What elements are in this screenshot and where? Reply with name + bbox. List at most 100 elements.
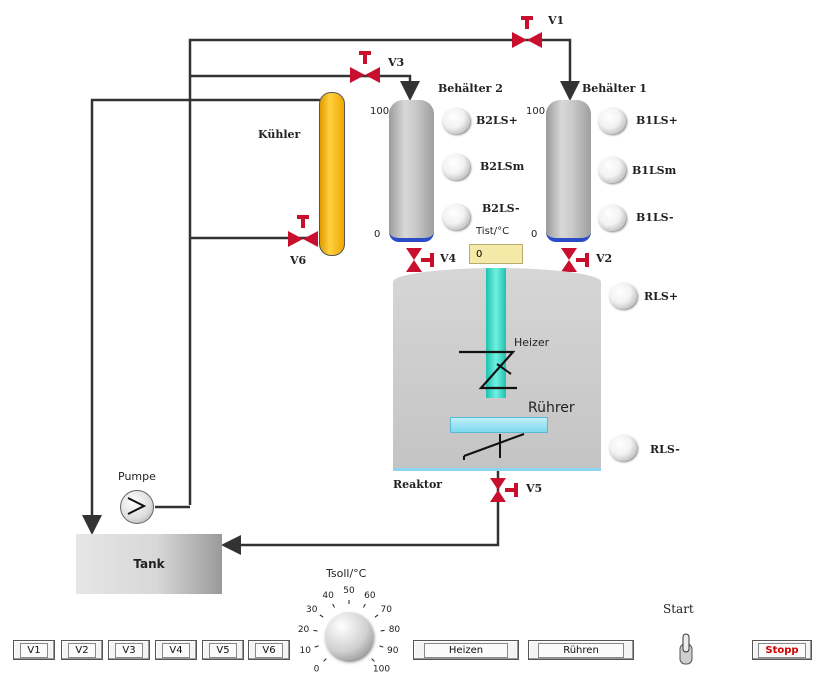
tsoll-label: Tsoll/°C (326, 567, 367, 580)
button-stopp[interactable]: Stopp (752, 640, 812, 660)
valve-v6-icon[interactable] (288, 215, 318, 251)
kuehler-label: Kühler (258, 128, 301, 141)
b1ls-minus-lamp (598, 205, 626, 231)
tsoll-scale-label: 70 (380, 605, 392, 615)
tsoll-scale-label: 100 (373, 665, 390, 675)
tsoll-scale-label: 0 (314, 665, 320, 675)
tsoll-knob[interactable] (325, 612, 373, 660)
behaelter2-vessel (389, 100, 434, 242)
tsoll-scale-tick (319, 614, 324, 618)
tsoll-scale-label: 80 (389, 625, 401, 635)
rls-minus-label: RLS- (650, 443, 680, 456)
pumpe-icon (127, 497, 147, 515)
reaktor-label: Reaktor (393, 478, 443, 491)
behaelter1-vessel (546, 100, 591, 242)
valve-v3-icon[interactable] (350, 51, 380, 87)
valve-v5-label: V5 (526, 482, 543, 495)
ruehrer-paddle (450, 417, 548, 433)
button-v4[interactable]: V4 (155, 640, 197, 660)
button-v5[interactable]: V5 (202, 640, 244, 660)
pipe-v1 (188, 38, 580, 505)
tsoll-scale-tick (380, 629, 385, 632)
behaelter1-label: Behälter 1 (582, 82, 647, 95)
button-v1-label: V1 (20, 642, 48, 658)
button-v6-label: V6 (255, 642, 283, 658)
valve-v6-label: V6 (290, 254, 307, 267)
pipe-reactor-tank (221, 468, 500, 555)
b1ls-plus-lamp (598, 108, 626, 134)
rls-minus-lamp (609, 435, 637, 461)
b1ls-minus-label: B1LS- (636, 211, 674, 224)
tsoll-scale-tick (374, 614, 379, 618)
start-label: Start (663, 602, 694, 616)
tsoll-scale-label: 10 (300, 646, 312, 656)
tsoll-scale-tick (371, 658, 375, 662)
heizer-label: Heizer (514, 336, 550, 349)
button-ruehren[interactable]: Rühren (528, 640, 634, 660)
button-heizen-label: Heizen (423, 642, 509, 658)
heizer-coil-icon (459, 350, 517, 390)
b2ls-plus-lamp (442, 108, 470, 134)
b2ls-plus-label: B2LS+ (476, 114, 518, 127)
tsoll-scale-label: 30 (306, 605, 318, 615)
ruehrer-label: Rührer (528, 400, 575, 416)
pipe-v3 (190, 74, 420, 101)
tsoll-scale-tick (323, 658, 327, 662)
pipe-return (82, 98, 330, 535)
button-v5-label: V5 (209, 642, 237, 658)
behaelter2-label: Behälter 2 (438, 82, 503, 95)
b2ls-m-label: B2LSm (480, 160, 525, 173)
tsoll-scale-label: 20 (298, 625, 310, 635)
valve-v1-label: V1 (548, 14, 565, 27)
behaelter1-scale-max: 100 (526, 106, 546, 117)
tsoll-scale-tick (314, 645, 319, 648)
button-v3[interactable]: V3 (108, 640, 150, 660)
tsoll-knob-scale: 010 20 30 40 50 60 70 80 90 100 (298, 586, 401, 675)
pumpe-body (120, 490, 154, 524)
behaelter2-scale-min: 0 (374, 229, 381, 240)
start-toggle-switch[interactable] (676, 632, 696, 666)
valve-v5-icon[interactable] (490, 478, 526, 508)
kuehler-vessel (319, 92, 345, 256)
button-v2-label: V2 (68, 642, 96, 658)
valve-v2-icon[interactable] (561, 248, 597, 278)
ruehrer-blade-icon (463, 433, 525, 460)
valve-v2-label: V2 (596, 252, 613, 265)
tsoll-scale-label: 60 (364, 591, 376, 601)
tsoll-scale-tick (332, 603, 335, 608)
valve-v4-label: V4 (440, 252, 457, 265)
button-v3-label: V3 (115, 642, 143, 658)
b1ls-plus-label: B1LS+ (636, 114, 678, 127)
rls-plus-label: RLS+ (644, 290, 679, 303)
button-v1[interactable]: V1 (13, 640, 55, 660)
tank-label: Tank (133, 557, 165, 571)
valve-v3-label: V3 (388, 56, 405, 69)
tist-label: Tist/°C (476, 226, 510, 237)
valve-v1-icon[interactable] (512, 16, 542, 52)
behaelter2-scale-max: 100 (370, 106, 390, 117)
tsoll-scale-tick (379, 645, 384, 648)
tsoll-scale-label: 40 (322, 591, 334, 601)
button-ruehren-label: Rühren (538, 642, 624, 658)
tsoll-scale-tick (363, 603, 366, 608)
b2ls-minus-lamp (442, 204, 470, 230)
b1ls-m-label: B1LSm (632, 164, 677, 177)
rls-plus-lamp (609, 283, 637, 309)
tsoll-scale-label: 90 (387, 646, 399, 656)
pumpe-label: Pumpe (118, 470, 156, 483)
tsoll-scale-label: 50 (343, 586, 355, 596)
button-heizen[interactable]: Heizen (413, 640, 519, 660)
b2ls-minus-label: B2LS- (482, 202, 520, 215)
b1ls-m-lamp (598, 157, 626, 183)
valve-v4-icon[interactable] (406, 248, 442, 278)
button-stopp-label: Stopp (758, 642, 806, 658)
tank-vessel: Tank (76, 534, 222, 594)
button-v2[interactable]: V2 (61, 640, 103, 660)
tsoll-scale-tick (313, 629, 318, 632)
b2ls-m-lamp (442, 154, 470, 180)
tist-display: 0 (469, 244, 523, 264)
behaelter1-scale-min: 0 (531, 229, 538, 240)
button-v6[interactable]: V6 (248, 640, 290, 660)
button-v4-label: V4 (162, 642, 190, 658)
